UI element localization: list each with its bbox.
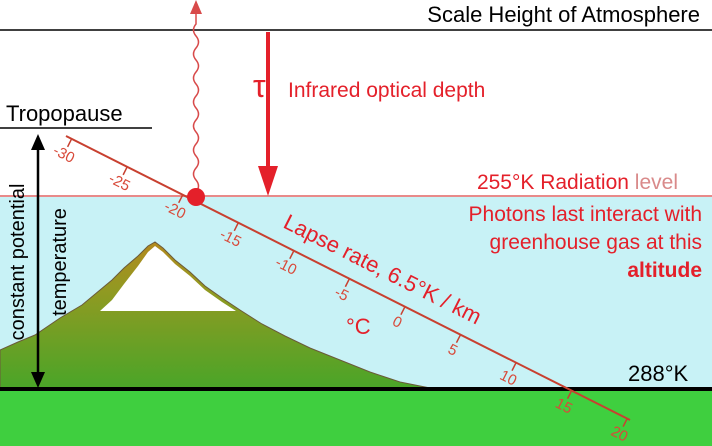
snow-cap (100, 246, 236, 311)
radiation-level-main: 255°K Radiation (477, 171, 629, 194)
lapse-tick (289, 250, 295, 260)
lapse-tick (400, 306, 406, 316)
potential-temp-label-1: constant potential (7, 184, 29, 341)
optical-depth-arrowhead (258, 166, 278, 196)
celsius-unit-label: °C (346, 314, 371, 339)
lapse-tick (233, 222, 239, 232)
lapse-rate-line (65, 135, 631, 421)
photons-line-2: greenhouse gas at this (490, 231, 702, 254)
lapse-tick (622, 418, 628, 427)
tau-symbol: τ (253, 68, 266, 104)
optical-depth-label: Infrared optical depth (288, 79, 485, 102)
potential-temp-arrowhead-bottom (31, 372, 45, 388)
radiation-level-label: 255°K Radiation level (477, 171, 678, 194)
lapse-tick-label: 10 (497, 367, 520, 390)
lapse-tick (455, 334, 462, 344)
photons-line-1: Photons last interact with (469, 203, 702, 226)
photons-line-3: altitude (627, 259, 702, 282)
lapse-tick (122, 166, 128, 176)
potential-temp-arrowhead-top (31, 134, 45, 150)
lapse-tick (511, 362, 517, 372)
lapse-tick (344, 278, 351, 288)
scale-height-label: Scale Height of Atmosphere (427, 2, 700, 27)
radiation-level-suffix: level (635, 171, 678, 194)
tropopause-label: Tropopause (6, 101, 123, 126)
lapse-tick (66, 138, 73, 148)
mountain (0, 241, 431, 389)
lapse-tick-label: 15 (552, 395, 575, 418)
lapse-tick (566, 390, 573, 399)
surface-temperature-label: 288°K (628, 361, 689, 386)
potential-temp-label-2: temperature (49, 208, 71, 316)
infrared-photon-wave (192, 12, 200, 193)
lapse-tick (178, 194, 184, 204)
lapse-tick-label: 20 (608, 423, 631, 446)
ground (0, 389, 712, 446)
emission-point-marker (187, 188, 205, 206)
infrared-photon-arrowhead (190, 0, 202, 14)
